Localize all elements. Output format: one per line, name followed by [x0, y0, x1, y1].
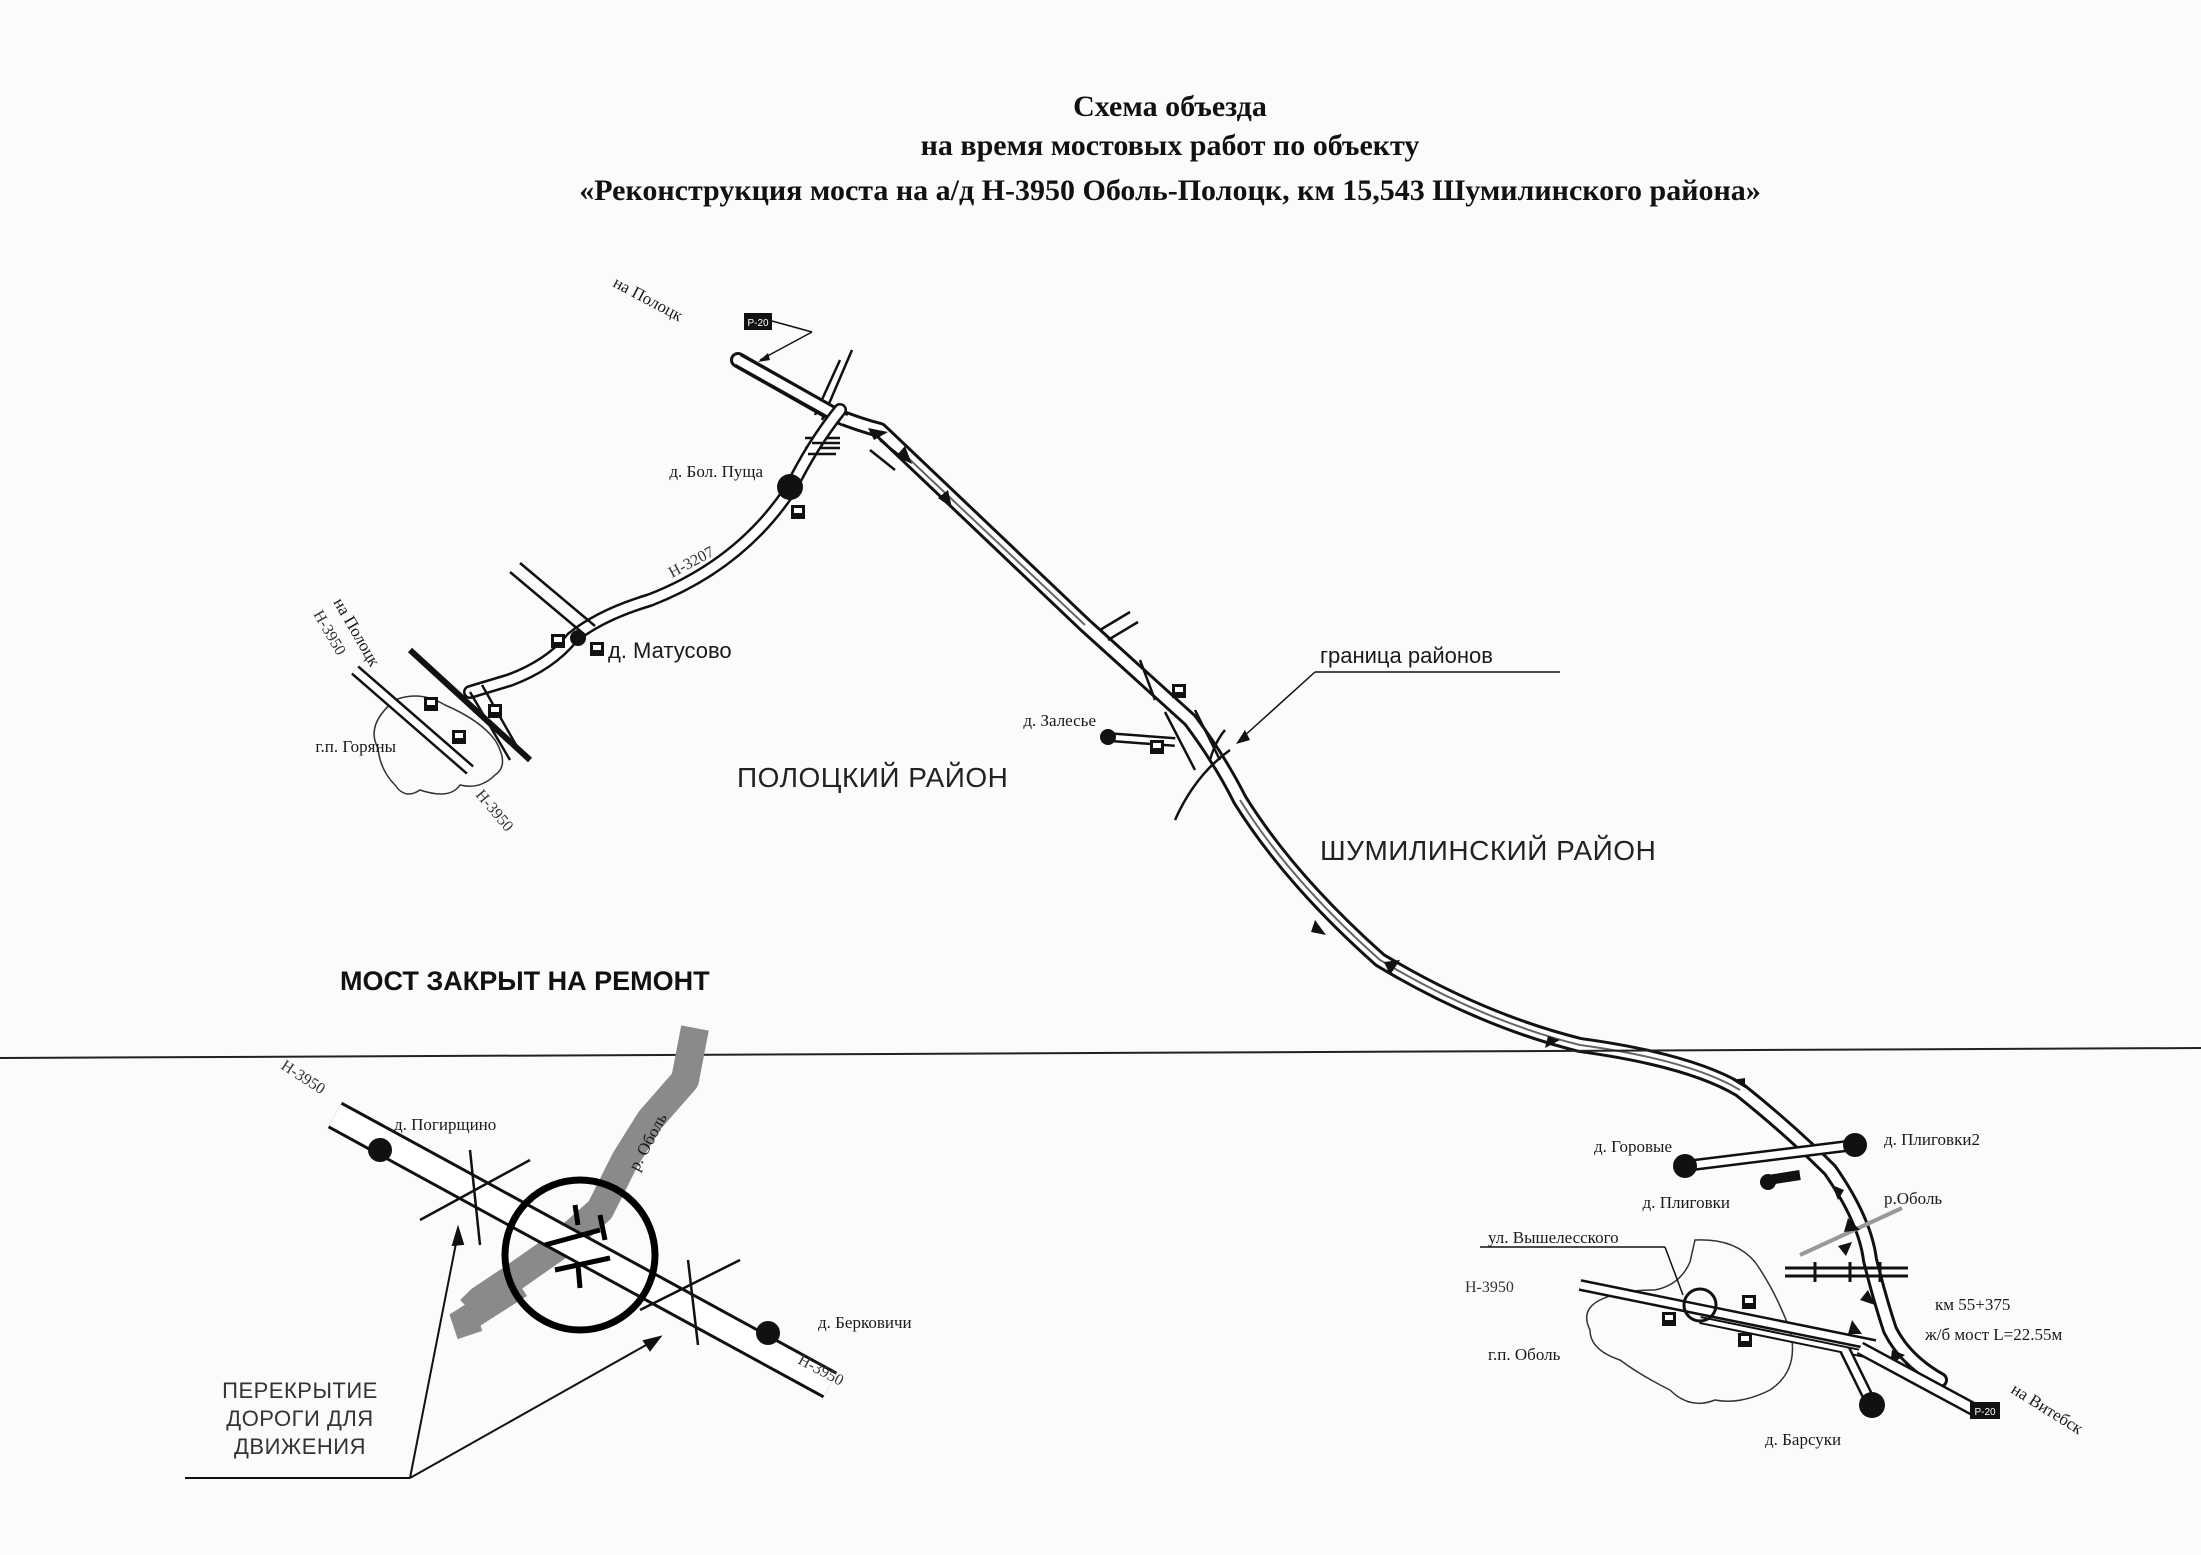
- inset-berkovichi: д. Берковичи: [818, 1313, 912, 1332]
- settlement-dot-pligovki2: [1843, 1133, 1867, 1157]
- settlement-zalesye: д. Залесье: [1023, 711, 1096, 730]
- inset-closed-bridge-circle: [501, 1176, 659, 1334]
- inset-pogirshchino: д. Погирщино: [394, 1115, 496, 1134]
- inset-bridge-symbol: [544, 1204, 611, 1289]
- map-title-line2: на время мостовых работ по объекту: [921, 129, 1420, 162]
- settlement-dot-matusovo: [570, 630, 586, 646]
- bridge-length-label: ж/б мост L=22.55м: [1924, 1325, 2062, 1344]
- settlement-dot-bol-pushcha: [777, 474, 803, 500]
- region-polotsk: ПОЛОЦКИЙ РАЙОН: [737, 762, 1008, 793]
- inset-legend-line2: ДОРОГИ ДЛЯ: [226, 1406, 373, 1431]
- settlement-barsuki: д. Барсуки: [1765, 1430, 1841, 1449]
- road-h3207: [463, 403, 847, 699]
- svg-text:Р-20: Р-20: [747, 318, 769, 329]
- river-obol-line: [1799, 1206, 1903, 1257]
- road-zalesye: [1107, 732, 1176, 747]
- bus-stop-icon: [1150, 684, 1186, 754]
- map-title-line3: «Реконструкция моста на а/д Н-3950 Оболь…: [579, 174, 1761, 207]
- inset-dot-berkovichi: [756, 1321, 780, 1345]
- inset-road-label-top: Н-3950: [278, 1057, 328, 1098]
- route-arrows: [868, 428, 1844, 1200]
- direction-to-polotsk-top: на Полоцк: [610, 273, 686, 326]
- settlement-dot-gorovye: [1673, 1154, 1697, 1178]
- region-shumilino: ШУМИЛИНСКИЙ РАЙОН: [1320, 835, 1656, 866]
- inset-river-lower: [449, 1274, 527, 1340]
- settlement-gorovye: д. Горовые: [1594, 1137, 1672, 1156]
- inset-dot-pogirshchino: [368, 1138, 392, 1162]
- district-boundary-label: граница районов: [1320, 643, 1493, 668]
- settlement-goryany: г.п. Горяны: [315, 737, 396, 756]
- road-label-h3950-left-bottom: Н-3950: [472, 787, 516, 835]
- inset-legend-pointers: [185, 1224, 663, 1479]
- inset-closure-marks: [419, 1149, 741, 1346]
- rail-bridge-marks: [1785, 1262, 1908, 1282]
- settlement-pligovki: д. Плиговки: [1643, 1193, 1730, 1212]
- svg-text:Р-20: Р-20: [1974, 1407, 1996, 1418]
- road-sign-p20-top: Р-20: [744, 313, 813, 362]
- district-boundary: [1173, 671, 1560, 821]
- settlement-pligovki2: д. Плиговки2: [1884, 1130, 1980, 1149]
- settlement-matusovo: д. Матусово: [608, 638, 732, 663]
- vysheleskogo-pointer: [1480, 1246, 1684, 1296]
- bridge-km-label: км 55+375: [1935, 1295, 2010, 1314]
- road-label-h3950-obol: Н-3950: [1465, 1279, 1514, 1296]
- road-sign-p20-bottom: Р-20: [1970, 1402, 2000, 1419]
- goryany-area: [351, 647, 533, 795]
- inset-legend-line3: ДВИЖЕНИЯ: [234, 1434, 366, 1459]
- main-detour-road: [730, 352, 1948, 1388]
- settlement-dot-zalesye: [1100, 729, 1116, 745]
- settlement-dot-barsuki: [1859, 1392, 1885, 1418]
- inset-road-h3950: [327, 1101, 838, 1399]
- street-vysheleskogo: ул. Вышелесского: [1488, 1228, 1619, 1247]
- settlement-dot-pligovki: [1760, 1174, 1776, 1190]
- bus-stop-icon: [791, 505, 805, 519]
- map-title-line1: Схема объезда: [1073, 90, 1267, 123]
- river-obol-label: р.Оболь: [1884, 1189, 1942, 1208]
- direction-to-vitebsk: на Витебск: [2008, 1379, 2087, 1438]
- junction-zalesye: [1163, 709, 1222, 771]
- bus-stop-icon: [551, 634, 604, 656]
- inset-divider: [0, 1047, 2201, 1059]
- settlement-bol-pushcha: д. Бол. Пуща: [669, 462, 763, 481]
- junction-bol-pushcha: [808, 441, 840, 456]
- junction-matusovo: [509, 562, 596, 636]
- road-to-polotsk-top: [734, 353, 849, 427]
- inset-closed-title: МОСТ ЗАКРЫТ НА РЕМОНТ: [340, 966, 710, 996]
- obol-town-area: [1578, 1239, 1979, 1417]
- inset-legend-line1: ПЕРЕКРЫТИЕ: [222, 1378, 378, 1403]
- town-obol: г.п. Оболь: [1488, 1345, 1561, 1364]
